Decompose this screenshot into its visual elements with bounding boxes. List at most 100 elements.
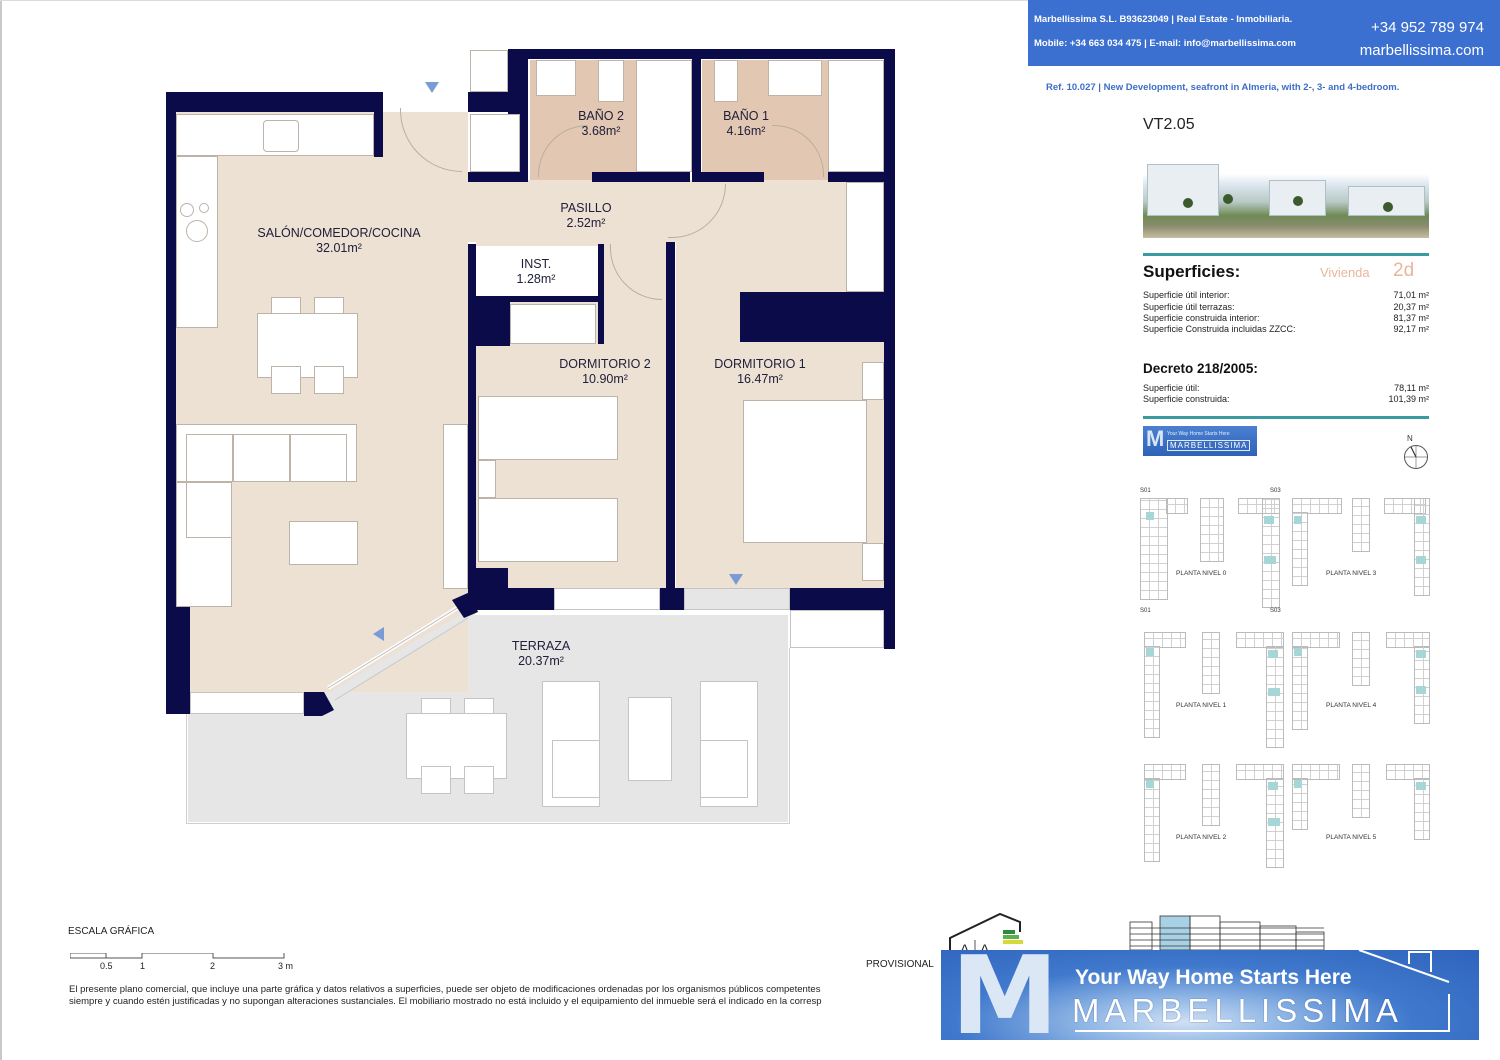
bath2-sink [536, 60, 576, 96]
scale-title: ESCALA GRÁFICA [68, 926, 155, 937]
decree-row: Superficie útil:78,11 m² [1143, 383, 1429, 393]
palm-shape [1223, 194, 1233, 204]
kitchen-hob-ring-3 [186, 220, 208, 242]
key-plan-label: PLANTA NIVEL 4 [1326, 702, 1377, 709]
wall-inst-bottom [468, 296, 604, 302]
scale-bar [70, 953, 285, 959]
brand-banner: M Your Way Home Starts Here MARBELLISSIM… [941, 950, 1479, 1040]
wall-inst-right [598, 244, 604, 344]
terrace-chair [464, 766, 494, 794]
terrace-planter [790, 610, 884, 648]
scale-tick: 3 m [278, 961, 294, 971]
website-link[interactable]: marbellissima.com [1359, 42, 1484, 59]
contact-box: Marbellissima S.L. B93623049 | Real Esta… [1028, 0, 1500, 66]
surface-row: Superficie útil interior:71,01 m² [1143, 290, 1429, 300]
logo-tagline: Your Way Home Starts Here [1167, 431, 1230, 437]
wall-dorm2-left [468, 244, 476, 604]
storage-top [470, 50, 508, 92]
wall-dorm-divider [666, 242, 675, 610]
palm-shape [1293, 196, 1303, 206]
dwelling-type: 2d [1393, 260, 1415, 281]
wall-dorm-bottom-2 [660, 588, 684, 610]
dorm1-wardrobe [846, 182, 884, 292]
page-border-top [0, 0, 1500, 1]
wall-baths-top [508, 49, 895, 59]
sofa-chaise-cushion [186, 482, 232, 538]
dorm1-bed [743, 400, 867, 543]
key-plan-highlight [1268, 688, 1280, 696]
scale-tick: 1 [140, 961, 146, 971]
key-plan-label: PLANTA NIVEL 1 [1176, 702, 1227, 709]
unit-code: VT2.05 [1143, 116, 1195, 133]
small-brand-logo: M Your Way Home Starts Here MARBELLISSIM… [1143, 426, 1257, 456]
svg-text:A: A [960, 941, 970, 954]
terrace-sofa-right-cushion [700, 740, 748, 798]
key-plan-group-3: PLANTA NIVEL 2 PLANTA NIVEL 5 [1138, 762, 1430, 882]
coffee-table [289, 521, 358, 565]
logo-brand: MARBELLISSIMA [1167, 440, 1251, 451]
key-plan-highlight [1146, 512, 1154, 520]
scale-tick: 0.5 [100, 961, 113, 971]
wall-store-bottom [468, 172, 528, 182]
dorm2-bed-2 [478, 498, 618, 562]
sofa-cushion [186, 434, 233, 482]
key-plan-highlight [1268, 818, 1280, 826]
svg-text:A: A [980, 941, 990, 954]
banner-logo-letter: M [951, 950, 1059, 1040]
key-plan-group-2: PLANTA NIVEL 1 PLANTA NIVEL 4 [1138, 630, 1430, 750]
key-plan-label: PLANTA NIVEL 0 [1176, 570, 1227, 577]
key-plan-highlight [1146, 780, 1154, 788]
key-plan-highlight [1416, 686, 1426, 694]
logo-letter: M [1146, 426, 1165, 451]
dorm2-closet [510, 304, 596, 344]
terrace-sofa-left-cushion [552, 740, 600, 798]
contact-line: Mobile: +34 663 034 475 | E-mail: info@m… [1034, 38, 1296, 49]
wall-dorm-bottom-3 [790, 588, 895, 610]
tv-unit [443, 424, 468, 589]
reference-line: Ref. 10.027 | New Development, seafront … [1046, 82, 1400, 93]
terrace-coffee-table [628, 697, 672, 781]
banner-tagline: Your Way Home Starts Here [1075, 966, 1352, 989]
sofa-cushion [290, 434, 347, 482]
phone-number[interactable]: +34 952 789 974 [1370, 19, 1484, 36]
key-plan-label: PLANTA NIVEL 5 [1326, 834, 1377, 841]
decree-title: Decreto 218/2005: [1143, 361, 1258, 376]
dorm1-nightstand [862, 362, 884, 400]
room-label-inst: INST.1.28m² [516, 257, 556, 286]
bath2-toilet [598, 60, 624, 102]
key-plan-highlight [1264, 516, 1274, 524]
terrace-access-arrow-icon [373, 627, 384, 641]
surface-row: Superficie Construida incluidas ZZCC:92,… [1143, 324, 1429, 334]
scale-tick: 2 [210, 961, 216, 971]
divider-bottom [1143, 416, 1429, 419]
dorm1-window [684, 588, 790, 610]
bath1-sink [768, 60, 822, 96]
page-border [0, 0, 2, 1060]
key-plan-highlight [1264, 556, 1276, 564]
key-plan-highlight [1146, 648, 1154, 656]
wall-store-mid [468, 92, 520, 112]
dorm2-nightstand [478, 460, 496, 498]
banner-underline [1075, 1030, 1449, 1032]
divider-top [1143, 253, 1429, 256]
entrance-arrow-icon [425, 82, 439, 93]
wall-baths-bottom2 [692, 172, 764, 182]
key-plan-highlight [1268, 650, 1278, 658]
wall-left-lower [166, 605, 190, 714]
banner-brand: MARBELLISSIMA [1072, 992, 1403, 1029]
dining-chair [314, 366, 344, 394]
key-plan-highlight [1416, 782, 1426, 790]
key-plan-highlight [1416, 516, 1426, 524]
key-plan-highlight [1268, 782, 1278, 790]
key-plan-highlight [1416, 556, 1426, 564]
development-photo [1143, 158, 1429, 238]
wall-baths-bottom [592, 172, 690, 182]
surface-row: Superficie útil terrazas:20,37 m² [1143, 302, 1429, 312]
